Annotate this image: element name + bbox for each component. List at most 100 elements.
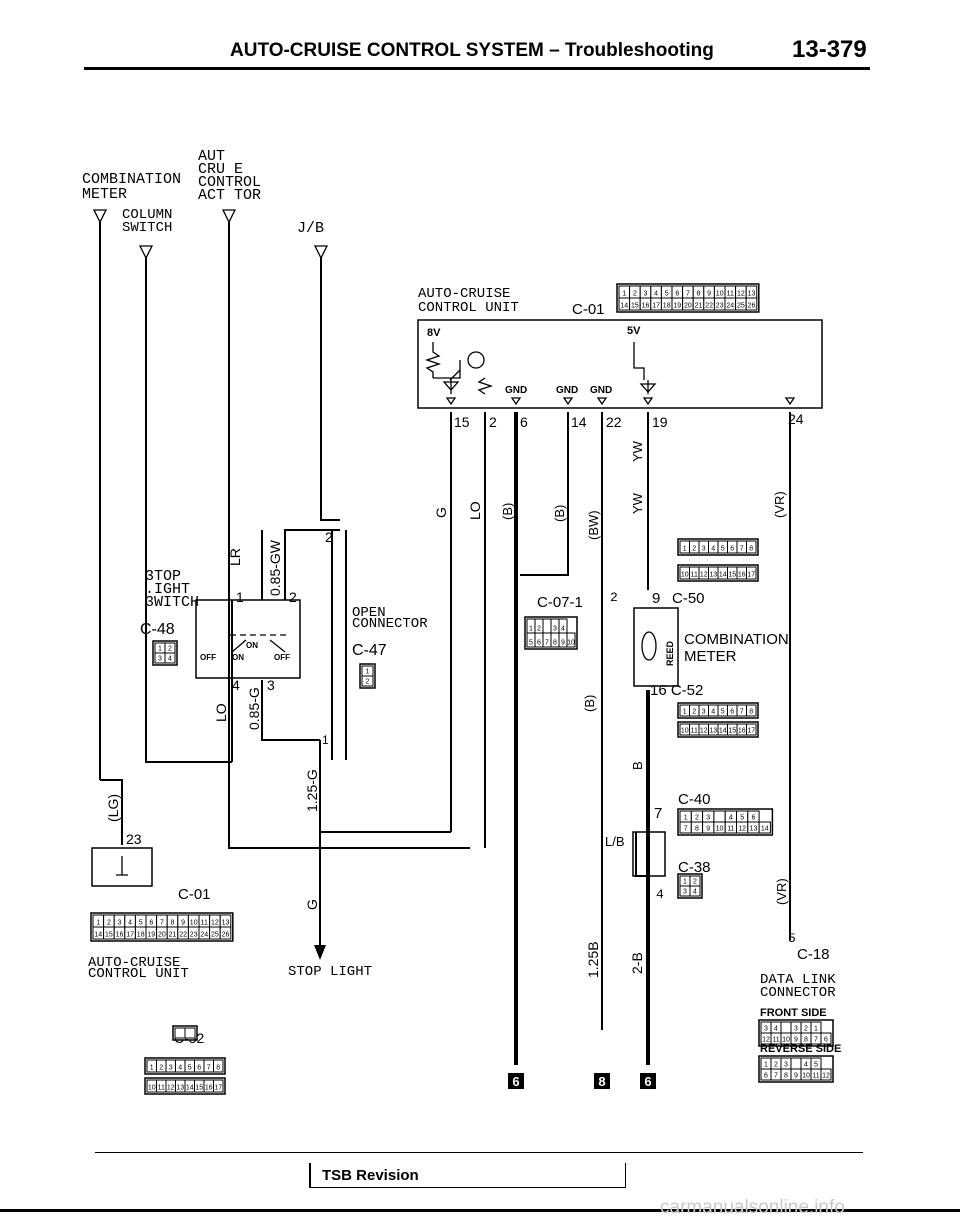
connector-pin-number: 1 bbox=[683, 879, 687, 886]
switch-pin-2: 2 bbox=[289, 589, 297, 605]
connector-pin-number: 7 bbox=[684, 826, 688, 833]
connector-pin-number: 13 bbox=[748, 291, 756, 298]
actuator-source-marker bbox=[221, 209, 237, 224]
connector-pin-number: 7 bbox=[814, 1037, 818, 1044]
connector-pin-number: 6 bbox=[751, 815, 755, 822]
connector-pin-number: 17 bbox=[652, 303, 660, 310]
reed-label: REED bbox=[665, 640, 675, 666]
connector-cell bbox=[745, 297, 758, 311]
connector-pin-number: 16 bbox=[642, 303, 650, 310]
connector-pin-number: 3 bbox=[683, 889, 687, 896]
connector-pin-number: 14 bbox=[186, 1085, 194, 1092]
wire-label-lo: LO bbox=[467, 501, 483, 520]
connector-pin-number: 8 bbox=[749, 546, 753, 553]
connector-pin-number: 4 bbox=[561, 626, 565, 633]
connector-pin-number: 5 bbox=[721, 709, 725, 716]
footer-rule bbox=[95, 1152, 863, 1153]
connector-pin-number: 20 bbox=[158, 932, 166, 939]
reed-switch-symbol bbox=[641, 631, 657, 661]
wire-label-g2: G bbox=[304, 899, 320, 910]
acu-bottom-code: C-01 bbox=[178, 886, 211, 903]
connector-pin-number: 3 bbox=[794, 1026, 798, 1033]
pin-6: 6 bbox=[520, 414, 528, 430]
connector-pin-number: 12 bbox=[211, 920, 219, 927]
switch-off-left: OFF bbox=[200, 653, 216, 662]
connector-pin-number: 1 bbox=[764, 1062, 768, 1069]
connector-pin-number: 1 bbox=[684, 815, 688, 822]
connector-pin-number: 2 bbox=[692, 709, 696, 716]
connector-pin-number: 21 bbox=[695, 303, 703, 310]
open-connector-pin-2: 2 bbox=[325, 529, 333, 545]
connector-pin-number: 17 bbox=[214, 1085, 222, 1092]
connector-pin-number: 14 bbox=[719, 572, 727, 579]
connector-pin-number: 11 bbox=[691, 728, 698, 735]
connector-cell bbox=[790, 1057, 802, 1070]
connector-pin-number: 10 bbox=[802, 1073, 810, 1080]
connector-pin-number: 1 bbox=[529, 626, 533, 633]
wire-label-lo2: LO bbox=[213, 703, 229, 722]
connector-pin-number: 3 bbox=[784, 1062, 788, 1069]
connector-outline bbox=[677, 702, 759, 719]
connector-pin-number: 1 bbox=[158, 646, 162, 653]
connector-pin-number: 13 bbox=[750, 826, 758, 833]
connector-pin-number: 16 bbox=[738, 572, 746, 579]
connector-pin-number: 9 bbox=[794, 1073, 798, 1080]
connector-pin-number: 2 bbox=[692, 546, 696, 553]
front-side-label: FRONT SIDE bbox=[760, 1007, 827, 1019]
connector-pin-number: 14 bbox=[719, 728, 727, 735]
connector-cell bbox=[213, 1059, 224, 1073]
acu-bottom-pin-box bbox=[91, 847, 153, 887]
connector-pin-number: 3 bbox=[169, 1065, 173, 1072]
wire-label-vr2: (VR) bbox=[774, 878, 789, 905]
connector-pin-number: 18 bbox=[137, 932, 145, 939]
wire-column-switch bbox=[145, 258, 232, 763]
pin-5: 5 bbox=[788, 931, 796, 946]
connector-pin-number: 8 bbox=[804, 1037, 808, 1044]
connector-c47: 12 bbox=[359, 663, 376, 689]
connector-pin-number: 9 bbox=[561, 640, 565, 647]
stop-light-switch-box bbox=[195, 599, 301, 679]
connector-pin-number: 1 bbox=[683, 709, 687, 716]
connector-pin-number: 18 bbox=[663, 303, 671, 310]
connector-pin-number: 19 bbox=[147, 932, 155, 939]
connector-cell bbox=[184, 1027, 196, 1039]
combination-meter-right-box bbox=[633, 607, 679, 687]
pin-7: 7 bbox=[654, 805, 662, 822]
stop-light-switch-code: C-48 bbox=[140, 621, 175, 638]
gnd-label-1: GND bbox=[505, 385, 527, 396]
diode-5v bbox=[639, 380, 657, 394]
pin-22: 22 bbox=[606, 414, 622, 430]
connector-outline bbox=[152, 640, 178, 666]
connector-pin-number: 15 bbox=[105, 932, 113, 939]
connector-pin-number: 5 bbox=[139, 920, 143, 927]
connector-pin-number: 2 bbox=[804, 1026, 808, 1033]
lb-junction-box bbox=[632, 831, 666, 877]
connector-cell bbox=[780, 1021, 792, 1034]
connector-pin-number: 8 bbox=[553, 640, 557, 647]
connector-pin-number: 10 bbox=[681, 572, 689, 579]
wire-label-b4: B bbox=[630, 761, 645, 770]
connector-pin-number: 4 bbox=[128, 920, 132, 927]
wire-acu-14 bbox=[520, 412, 569, 576]
ground-marker: 8 bbox=[594, 1073, 610, 1089]
connector-pin-number: 2 bbox=[537, 626, 541, 633]
acu-pin-markers bbox=[445, 397, 796, 406]
connector-pin-number: 21 bbox=[169, 932, 177, 939]
switch-on-right: ON bbox=[246, 641, 258, 650]
connector-pin-number: 9 bbox=[706, 826, 710, 833]
connector-cell bbox=[713, 810, 726, 823]
connector-pin-number: 26 bbox=[222, 932, 230, 939]
connector-pin-number: 22 bbox=[179, 932, 187, 939]
connector-pin-number: 9 bbox=[794, 1037, 798, 1044]
